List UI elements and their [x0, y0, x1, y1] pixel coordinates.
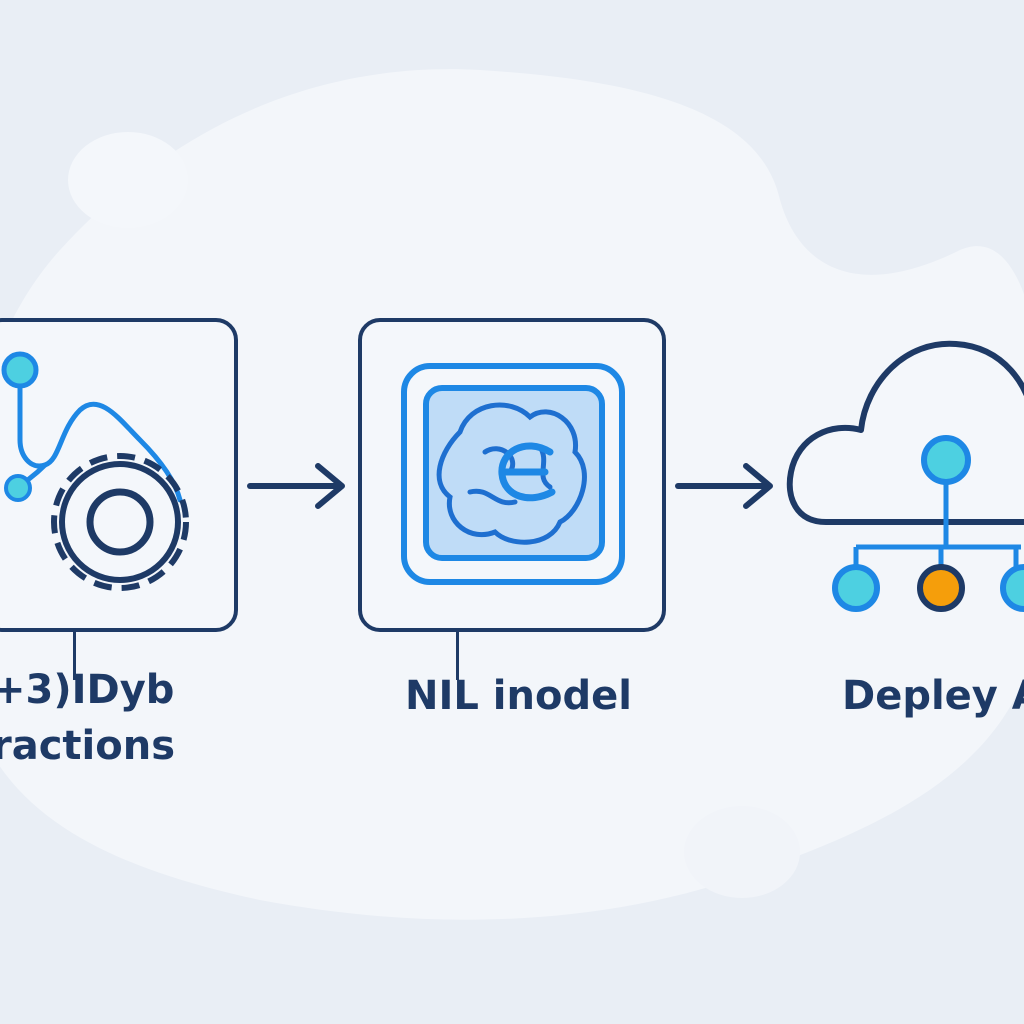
network-node [832, 564, 880, 612]
network-node [1000, 564, 1024, 612]
step-label-model: NIL inodel [405, 673, 632, 719]
gear [51, 453, 189, 591]
node-dot [1, 351, 39, 389]
step-label-line: +3)IDyb [0, 667, 175, 713]
node-dot [4, 474, 32, 502]
arrow-right-icon [247, 463, 345, 509]
network-node-top [921, 435, 971, 485]
step-label-extraction: +3)IDyb ractions [0, 662, 175, 774]
step-connector-line [73, 632, 76, 680]
background-bubble [684, 806, 800, 898]
arrow-right-icon [675, 463, 773, 509]
step-label-deploy: Depley A [842, 673, 1024, 719]
cloud-outline [786, 340, 1024, 525]
step-connector-line [456, 632, 459, 680]
ai-chip-icon [401, 363, 625, 585]
gear-with-nodes-icon [1, 351, 189, 591]
network-node-active [917, 564, 965, 612]
cloud-network-icon [786, 340, 1024, 612]
step-label-line: ractions [0, 723, 176, 769]
background-bubble [68, 132, 188, 228]
chip-center-symbol [498, 442, 556, 502]
